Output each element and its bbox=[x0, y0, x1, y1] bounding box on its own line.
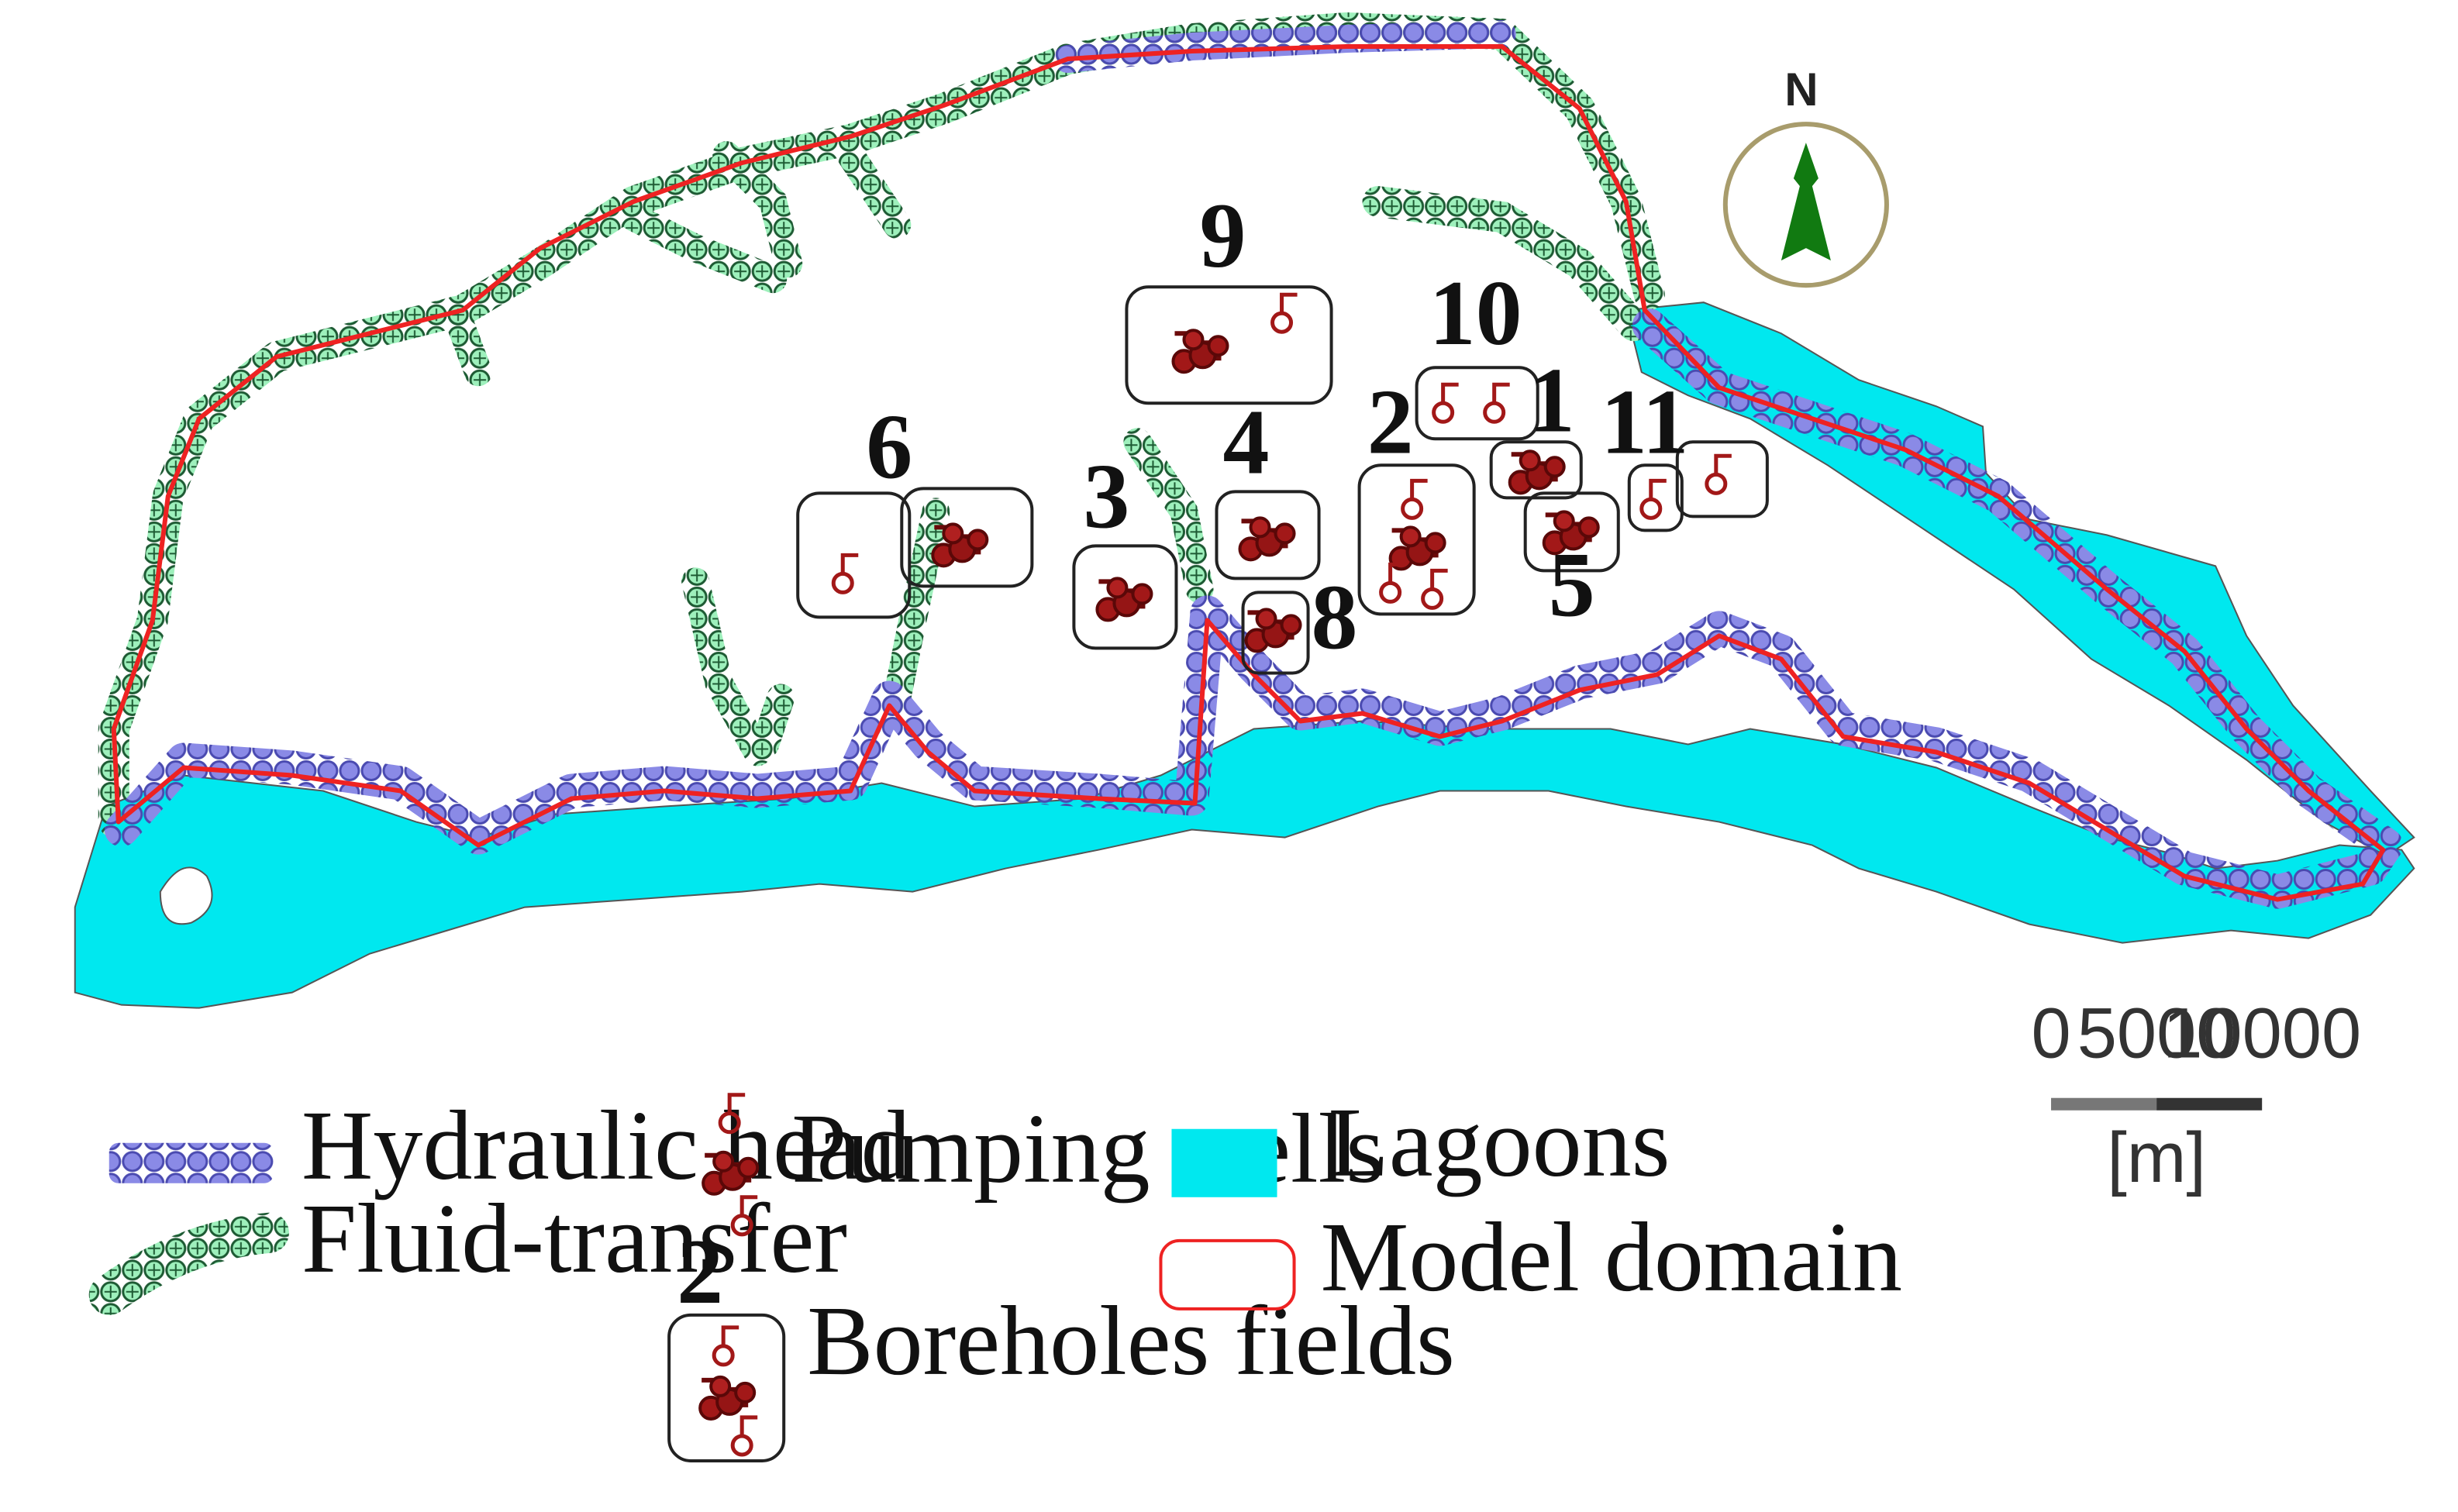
borehole-field-label: 2 bbox=[1367, 370, 1414, 473]
fluid-transfer-branch bbox=[681, 567, 772, 766]
legend-fluid-transfer-label: Fluid-transfer bbox=[302, 1183, 847, 1293]
borehole-field-3: 3 bbox=[1072, 444, 1178, 650]
scale-bar: 0 5000 10000 [m] bbox=[2031, 994, 2361, 1197]
borehole-field-label: 1 bbox=[1529, 348, 1575, 451]
legend-boreholes-fields: 2 Boreholes fields bbox=[667, 1220, 1455, 1462]
legend-lagoons-label: Lagoons bbox=[1329, 1087, 1670, 1197]
fluid-transfer-branch bbox=[883, 498, 950, 712]
scale-tick-10000: 10000 bbox=[2163, 994, 2361, 1073]
fluid-transfer-branch bbox=[440, 296, 493, 387]
legend-pumping-wells: Pumping wells bbox=[703, 1094, 1384, 1235]
borehole-field-label: 4 bbox=[1222, 390, 1269, 493]
scale-tick-5000: 5000 bbox=[2077, 994, 2236, 1073]
borehole-field-label: 8 bbox=[1312, 565, 1358, 668]
legend-boreholes-fields-label: Boreholes fields bbox=[807, 1286, 1455, 1396]
legend-pumping-wells-label: Pumping wells bbox=[791, 1094, 1384, 1204]
scale-unit: [m] bbox=[2107, 1118, 2206, 1197]
borehole-field-8: 8 bbox=[1241, 565, 1358, 675]
borehole-field-label: 11 bbox=[1601, 370, 1688, 473]
lagoon-area bbox=[74, 720, 2415, 1009]
legend-boreholes-fields-number: 2 bbox=[677, 1220, 723, 1323]
borehole-field-10: 10 bbox=[1415, 261, 1539, 441]
legend-model-domain: Model domain bbox=[1159, 1202, 1902, 1312]
fluid-transfer-branch bbox=[1362, 186, 1650, 342]
fluid-transfer-branch bbox=[619, 203, 788, 294]
lagoon-island bbox=[159, 866, 213, 925]
north-arrow: N bbox=[1722, 64, 1889, 288]
borehole-field-6: 6 bbox=[796, 394, 1034, 619]
scale-tick-0: 0 bbox=[2031, 994, 2070, 1073]
fluid-transfer-branch bbox=[712, 141, 803, 278]
borehole-field-label: 5 bbox=[1549, 532, 1595, 635]
legend-hydraulic-head-label: Hydraulic head bbox=[302, 1090, 911, 1200]
borehole-field-label: 9 bbox=[1199, 184, 1246, 287]
legend-hydraulic-head: Hydraulic head bbox=[109, 1090, 911, 1200]
model-domain-boundary bbox=[111, 44, 2386, 902]
borehole-field-9: 9 bbox=[1125, 184, 1333, 405]
borehole-field-label: 10 bbox=[1429, 261, 1522, 364]
legend-lagoons: Lagoons bbox=[1171, 1087, 1670, 1197]
borehole-field-4: 4 bbox=[1215, 390, 1321, 580]
borehole-field-2: 2 bbox=[1357, 370, 1476, 616]
legend-fluid-transfer: Fluid-transfer bbox=[88, 1183, 847, 1315]
legend-model-domain-label: Model domain bbox=[1321, 1202, 1902, 1312]
borehole-field-1: 1 bbox=[1489, 348, 1583, 500]
legend: Hydraulic head Fluid-transfer Pumping we… bbox=[88, 1087, 1902, 1462]
fluid-transfer-branch bbox=[1123, 428, 1214, 604]
fluid-transfer-branch bbox=[751, 684, 795, 759]
borehole-field-label: 6 bbox=[866, 394, 912, 498]
borehole-field-label: 3 bbox=[1083, 444, 1129, 547]
fluid-transfer-branch bbox=[836, 141, 912, 239]
borehole-field-5: 5 bbox=[1523, 491, 1620, 635]
north-label: N bbox=[1784, 64, 1818, 115]
borehole-field-11: 11 bbox=[1601, 370, 1769, 532]
